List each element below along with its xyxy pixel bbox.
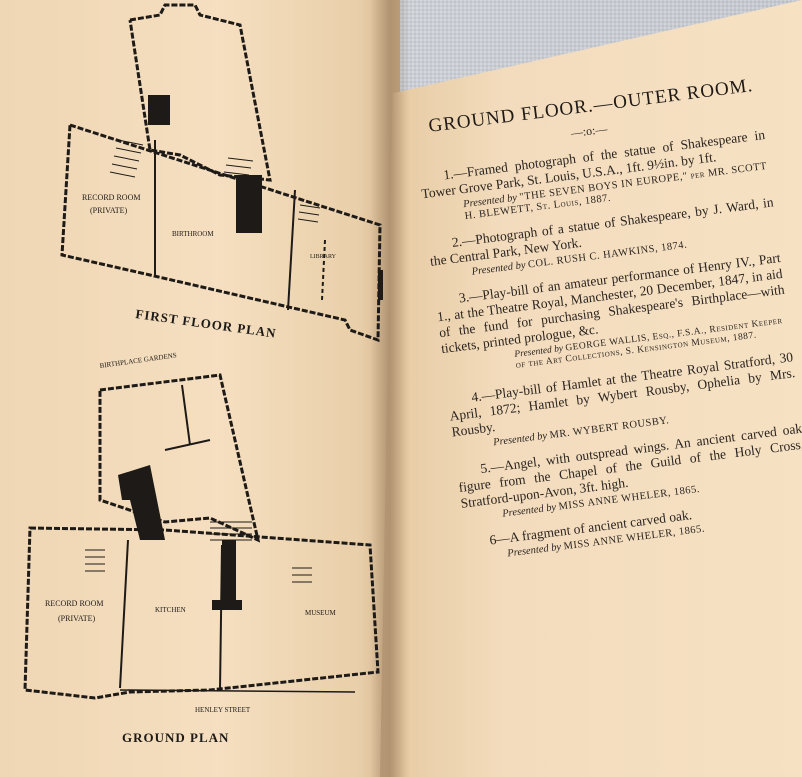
room-label-birthroom: BIRTHROOM [172,230,214,238]
catalogue-text: GROUND FLOOR.—OUTER ROOM. —:o:— 1.—Frame… [412,74,802,575]
room-label-private: (PRIVATE) [90,206,128,215]
room-label-kitchen: KITCHEN [155,606,186,614]
room-label-museum: MUSEUM [305,609,337,617]
stair-icon [292,567,312,583]
right-page [380,0,802,777]
garden-label: BIRTHPLACE GARDENS [99,351,177,370]
room-label-record-room: RECORD ROOM [45,599,103,608]
room-label-library: LIBRARY [310,254,337,260]
first-floor-partition [321,239,326,301]
stair-icon [223,157,254,176]
stair-icon [109,139,144,178]
room-label-record-room: RECORD ROOM [82,193,140,202]
first-floor-partition [287,189,296,311]
ground-floor-partition [119,539,129,689]
ground-floor-outer-wall [23,526,380,700]
left-page [0,0,400,777]
floor-plans-illustration: RECORD ROOM (PRIVATE) BIRTHROOM LIBRARY … [23,3,383,745]
first-floor-annex-wall [128,3,272,182]
ground-floor-chimney [222,540,236,610]
room-label-private: (PRIVATE) [58,614,96,623]
stair-icon [85,549,105,572]
first-floor-plan-caption: FIRST FLOOR PLAN [135,306,278,341]
street-label: HENLEY STREET [195,706,251,714]
stair-icon [210,521,252,541]
ground-floor-annex-wall [98,373,261,543]
first-floor-chimney [148,95,170,125]
first-floor-outer-wall [60,122,382,343]
stair-icon [297,204,321,223]
first-floor-chimney [236,175,262,233]
ground-floor-partition [181,384,191,446]
ground-floor-partition [164,439,211,451]
street-line [119,689,356,693]
ground-plan-caption: GROUND PLAN [122,730,229,745]
ground-floor-chimney [118,465,165,540]
first-floor-wall-segment [378,270,383,300]
ground-floor-chimney [212,600,242,610]
ground-floor-partition [219,544,223,691]
